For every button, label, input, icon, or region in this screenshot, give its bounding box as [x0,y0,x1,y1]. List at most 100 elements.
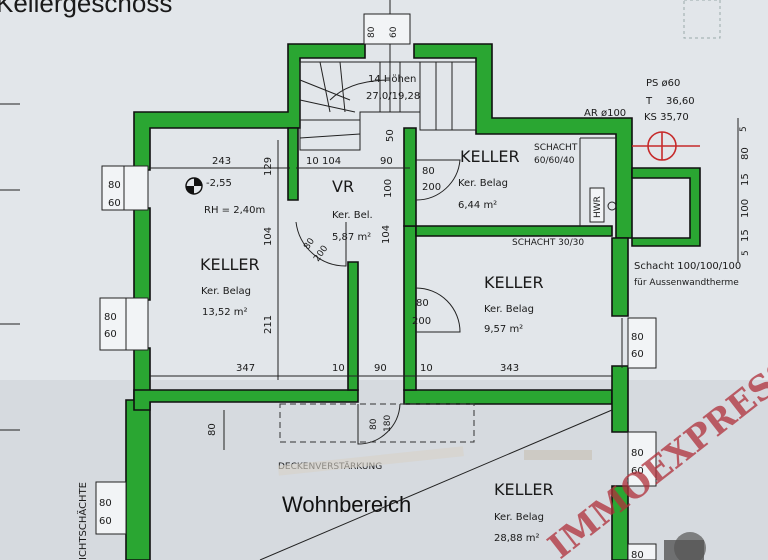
door-width: 80 [369,418,379,430]
window-width: 80 [631,550,644,560]
dim-label: 10 [420,363,433,374]
dim-label: 211 [263,315,274,334]
shaft-title: SCHACHT [534,143,578,153]
dim-label: 15 [740,229,751,242]
room-finish: Ker. Belag [494,512,544,523]
dim-label: 243 [212,156,231,167]
wall-inner [403,127,417,227]
service-ps: PS ø60 [646,78,680,89]
window-right-1 [621,317,657,369]
service-t-value: 36,60 [666,96,695,107]
dim-label: 104 [263,227,274,246]
door-swing-icon [415,287,461,333]
shaft-wall [631,167,701,247]
plan-title: Kellergeschoss [0,0,172,18]
door-height: 200 [412,316,431,327]
window-width: 80 [99,498,112,509]
dim-label: 343 [500,363,519,374]
room-name: KELLER [494,480,554,499]
smudge [524,450,592,460]
window-left-3 [95,481,127,535]
dim-label: 15 [740,173,751,186]
room-name: KELLER [200,255,260,274]
dim-label: 347 [236,363,255,374]
staircase [299,0,477,151]
handwritten-living-area: Wohnbereich [282,492,411,517]
window-width: 80 [631,448,644,459]
door-width: 80 [422,166,435,177]
room-finish: Ker. Belag [458,178,508,189]
wall-outer [611,485,629,560]
diagonal-line [259,409,613,560]
room-finish: Ker. Bel. [332,210,373,221]
wall-inner [415,225,613,237]
ceiling-reinforcement-outline [279,403,475,443]
connection-symbol-icon [632,131,700,161]
window-width: 80 [108,180,121,191]
level-marker-icon [185,177,203,195]
window-width: 80 [631,332,644,343]
hwr-label: HWR [593,196,603,218]
side-note: ICHTSCHÄCHTE [76,482,89,560]
wall-inner [287,127,299,201]
shaft-label: Schacht 100/100/100 [634,261,741,272]
dim-label: 129 [263,157,274,176]
window-left-1 [101,165,149,211]
service-t: T [645,96,653,107]
shaft-label: für Aussenwandtherme [634,278,739,288]
door-swing-icon [357,403,401,445]
dim-label: 100 [383,179,394,198]
dim-label: 10 [332,363,345,374]
wall-outer [133,207,151,301]
window-right-2 [627,431,657,487]
hwr-box [589,187,605,223]
wall-inner [347,261,359,391]
dim-label: 90 [374,363,387,374]
room-name: KELLER [484,273,544,292]
window-width: 80 [104,312,117,323]
level-value: -2,55 [206,178,232,189]
dim-label: 5 [741,250,751,256]
window-stair-width: 80 [367,26,377,38]
room-area: 5,87 m² [332,232,371,243]
wall-outer [611,365,629,433]
door-width: 80 [416,298,429,309]
window-stair-height: 60 [389,26,399,38]
wall-inner [403,389,613,405]
room-height: RH = 2,40m [204,205,265,216]
window-height: 60 [631,349,644,360]
window-left-2 [99,297,149,351]
window-height: 60 [99,516,112,527]
room-finish: Ker. Belag [201,286,251,297]
dim-label: 10 [306,156,319,167]
stairs-steps-label: 14 Höhen [368,74,416,85]
window-height: 60 [108,198,121,209]
dim-label: 80 [207,423,218,436]
window-height: 60 [104,329,117,340]
dim-label: 90 [380,156,393,167]
room-name: VR [332,177,354,196]
shaft-label: SCHACHT 30/30 [512,238,584,248]
wall-inner [403,225,417,391]
shaft-size: 60/60/40 [534,156,575,166]
pipe-icon [607,201,617,211]
door-height: 180 [383,415,393,432]
watermark-logo-icon [664,532,706,560]
dim-label: 104 [322,156,341,167]
wall-outer [611,237,629,317]
service-ks: KS 35,70 [644,112,689,123]
scan-artifact [683,0,721,39]
door-height: 200 [422,182,441,193]
dim-label: 104 [381,225,392,244]
service-ar: AR ø100 [584,108,626,119]
room-area: 13,52 m² [202,307,248,318]
window-stair [363,13,411,45]
room-area: 6,44 m² [458,200,497,211]
dim-label: 80 [740,147,751,160]
dim-label: 100 [740,199,751,218]
stairs-ratio-label: 27,0/19,28 [366,91,420,102]
dim-label: 5 [739,126,749,132]
door-swing-icon [415,159,461,201]
room-area: 9,57 m² [484,324,523,335]
